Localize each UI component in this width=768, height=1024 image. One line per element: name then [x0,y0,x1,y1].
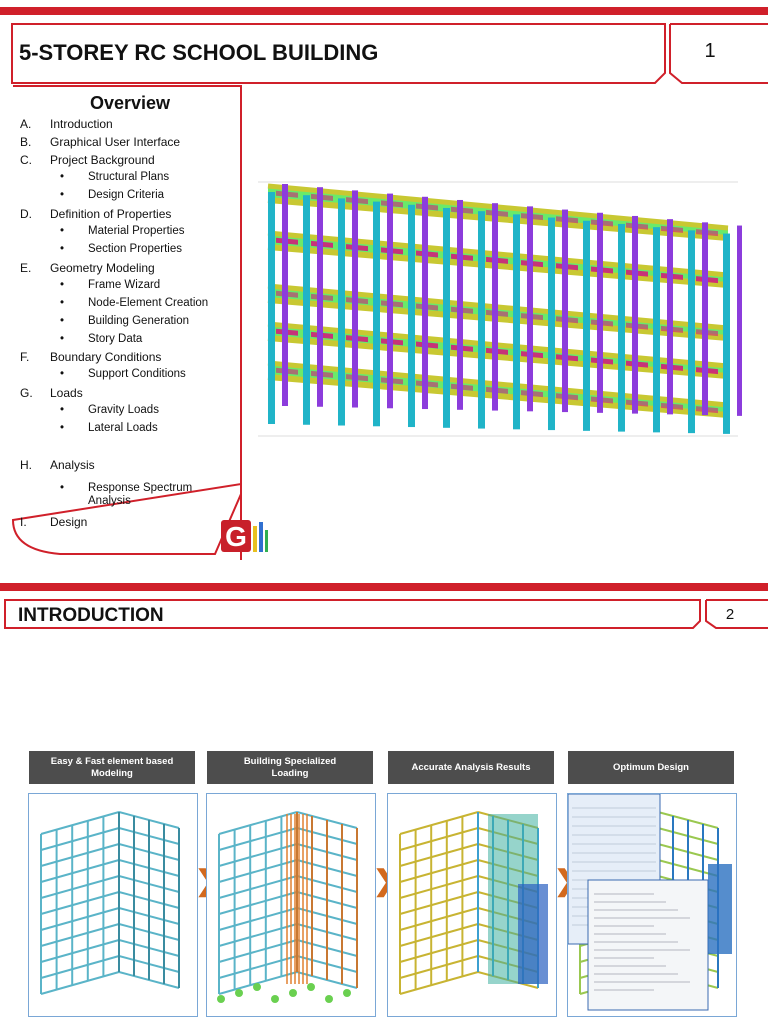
overview-item-letter: B. [20,135,32,149]
arrow-right-icon: ❯ [554,865,578,896]
overview-item-letter: D. [20,207,32,221]
bullet-icon: • [60,225,65,237]
feature-image [567,793,737,1017]
bullet-icon: • [60,171,65,183]
overview-item-letter: A. [20,117,32,131]
overview-item: E. Geometry Modeling [20,261,230,277]
overview-item-label: Boundary Conditions [50,350,162,364]
bullet-icon: • [60,297,65,309]
overview-subitem: • Story Data [60,333,230,361]
overview-subitem: • Support Conditions [60,368,230,396]
overview-subitem-label: Response Spectrum Analysis [88,482,193,507]
overview-item-label: Design [50,515,88,529]
overview-item: F. Boundary Conditions [20,350,230,366]
overview-item-label: Definition of Properties [50,207,172,221]
overview-item-letter: H. [20,458,32,472]
slide2-title-frame [4,599,768,629]
arrow-right-icon: ❯ [373,865,397,896]
logo-letter: G [225,521,247,552]
overview-item-label: Analysis [50,458,95,472]
slide2-title: INTRODUCTION [18,605,164,626]
slide1-title-frame [11,23,768,84]
overview-item-letter: F. [20,350,30,364]
overview-item-letter: I. [20,515,27,529]
overview-heading: Overview [90,93,171,113]
overview-subitem: • Design Criteria [60,189,230,217]
overview-panel-frame [11,85,242,560]
slide2-page-number: 2 [725,606,735,623]
overview-subitem-label: Node-Element Creation [88,297,209,309]
overview-item: G. Loads [20,386,230,402]
overview-item-letter: G. [20,386,33,400]
feature-header: Easy & Fast element based Modeling [29,751,195,784]
slide1-top-bar [0,7,768,15]
overview-item-label: Introduction [50,117,113,131]
overview-item-label: Project Background [50,153,155,167]
overview-item: A. Introduction [20,117,230,133]
overview-subitem-label: Building Generation [88,315,190,327]
slide1-title: 5-STOREY RC SCHOOL BUILDING [19,40,379,65]
bullet-icon: • [60,279,65,291]
overview-subitem-label: Structural Plans [88,171,170,183]
overview-subitem-label: Design Criteria [88,189,165,201]
overview-subitem: • Frame Wizard [60,279,230,307]
overview-subitem-label: Frame Wizard [88,279,161,291]
bullet-icon: • [60,404,65,416]
overview-subitem: • Gravity Loads [60,404,230,432]
feature-image [28,793,198,1017]
overview-item: B. Graphical User Interface [20,135,230,151]
overview-item-label: Geometry Modeling [50,261,155,275]
overview-subitem: • Material Properties [60,225,230,253]
overview-item-letter: E. [20,261,32,275]
overview-item: D. Definition of Properties [20,207,230,223]
bullet-icon: • [60,189,65,201]
overview-subitem-label: Support Conditions [88,368,186,380]
overview-item: C. Project Background [20,153,230,169]
overview-subitem: • Lateral Loads [60,422,230,450]
overview-subitem-label: Material Properties [88,225,185,237]
bullet-icon: • [60,243,65,255]
bullet-icon: • [60,482,65,494]
overview-subitem-label: Story Data [88,333,143,345]
bullet-icon: • [60,333,65,345]
feature-header: Optimum Design [568,751,734,784]
slide-separator-bar [0,583,768,591]
midas-gen-logo: G [221,518,269,554]
overview-subitem: • Structural Plans [60,171,230,199]
overview-subitem: • Node-Element Creation [60,297,230,325]
bullet-icon: • [60,368,65,380]
slide1-page-number: 1 [704,40,716,62]
feature-header: Accurate Analysis Results [388,751,554,784]
feature-image [387,793,557,1017]
overview-subitem-label: Gravity Loads [88,404,159,416]
overview-subitem-label: Lateral Loads [88,422,158,434]
overview-subitem: • Building Generation [60,315,230,343]
overview-item: I. Design [20,515,230,531]
overview-subitem: • Response Spectrum Analysis [60,482,230,510]
overview-item: H. Analysis [20,458,230,474]
overview-subitem-label: Section Properties [88,243,182,255]
building-model-image [258,181,742,437]
overview-item-letter: C. [20,153,32,167]
feature-header: Building Specialized Loading [207,751,373,784]
overview-item-label: Graphical User Interface [50,135,181,149]
bullet-icon: • [60,422,65,434]
feature-image [206,793,376,1017]
overview-subitem: • Section Properties [60,243,230,271]
bullet-icon: • [60,315,65,327]
overview-item-label: Loads [50,386,83,400]
